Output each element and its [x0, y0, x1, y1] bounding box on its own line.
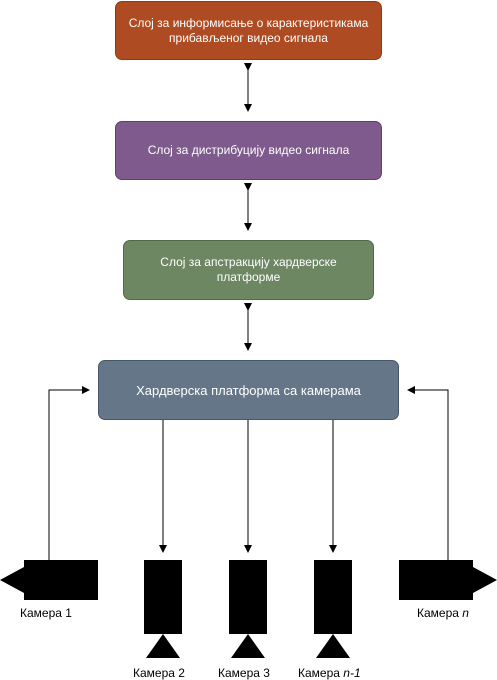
layer-distribution-label: Слој за дистрибуцију видео сигнала	[147, 143, 350, 157]
hardware-platform-label: Хардверска платформа са камерама	[136, 382, 361, 398]
connector-camera1-hardware	[48, 386, 90, 560]
camera-n-index: n	[462, 606, 469, 620]
camera-icon	[144, 560, 182, 658]
camera-3-label: Камера 3	[218, 666, 270, 680]
camera-icon	[0, 560, 98, 600]
camera-icon	[314, 560, 352, 658]
layer-info-box: Слој за информисање о карактеристикама п…	[115, 1, 382, 60]
layer-distribution-box: Слој за дистрибуцију видео сигнала	[115, 121, 382, 180]
camera-icon	[229, 560, 267, 658]
connector-cameran-hardware	[407, 386, 449, 560]
camera-n-prefix: Камера	[417, 606, 463, 620]
layer-abstraction-label: Слој за апстракцију хардверске платформе	[160, 255, 337, 284]
camera-n-1-label: Камера n-1	[298, 666, 361, 680]
camera-n-label: Камера n	[417, 606, 469, 620]
camera-n-1-index: n-1	[343, 666, 361, 680]
camera-2-label: Камера 2	[133, 666, 185, 680]
layer-info-label: Слој за информисање о карактеристикама п…	[128, 15, 369, 45]
camera-n-1-prefix: Камера	[298, 666, 344, 680]
layer-abstraction-box: Слој за апстракцију хардверске платформе	[123, 240, 374, 300]
hardware-platform-box: Хардверска платформа са камерама	[98, 360, 399, 420]
camera-1-label: Камера 1	[20, 606, 72, 620]
camera-icon	[399, 560, 497, 600]
